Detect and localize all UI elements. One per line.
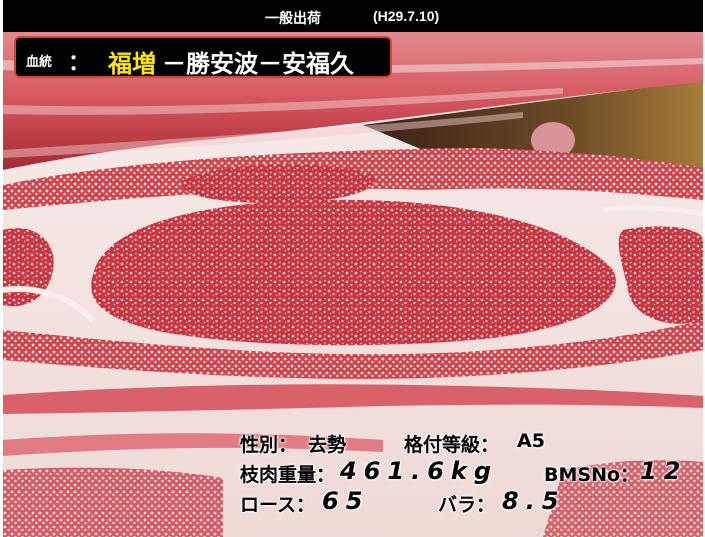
rib-value: 8.5 — [502, 487, 566, 515]
lineage-box: 血統 ： 福増 －勝安波－安福久 — [14, 36, 392, 78]
bms-value: 12 — [640, 457, 688, 485]
sex-label: 性別： — [240, 434, 298, 456]
sex-value: 去勢 — [308, 434, 347, 456]
loin-value: 65 — [322, 487, 370, 515]
header-bar: 一般出荷 (H29.7.10) — [3, 0, 703, 32]
weight-value: 461.6kg — [340, 457, 499, 485]
lineage-sire: 福増 — [108, 49, 156, 78]
header-title: 一般出荷 — [265, 10, 321, 26]
bms-label: BMSNo： — [544, 464, 640, 486]
grade-value: A5 — [517, 430, 545, 452]
rib-label: バラ： — [438, 494, 496, 516]
lineage-label: 血統 — [26, 55, 53, 70]
weight-label: 枝肉重量： — [240, 464, 336, 486]
lineage-colon: ： — [68, 50, 91, 76]
loin-label: ロース： — [240, 494, 316, 516]
beef-cross-section-photo — [3, 0, 703, 537]
header-date: (H29.7.10) — [373, 8, 440, 24]
grade-label: 格付等級： — [404, 434, 500, 456]
lineage-ancestors: －勝安波－安福久 — [162, 49, 354, 78]
